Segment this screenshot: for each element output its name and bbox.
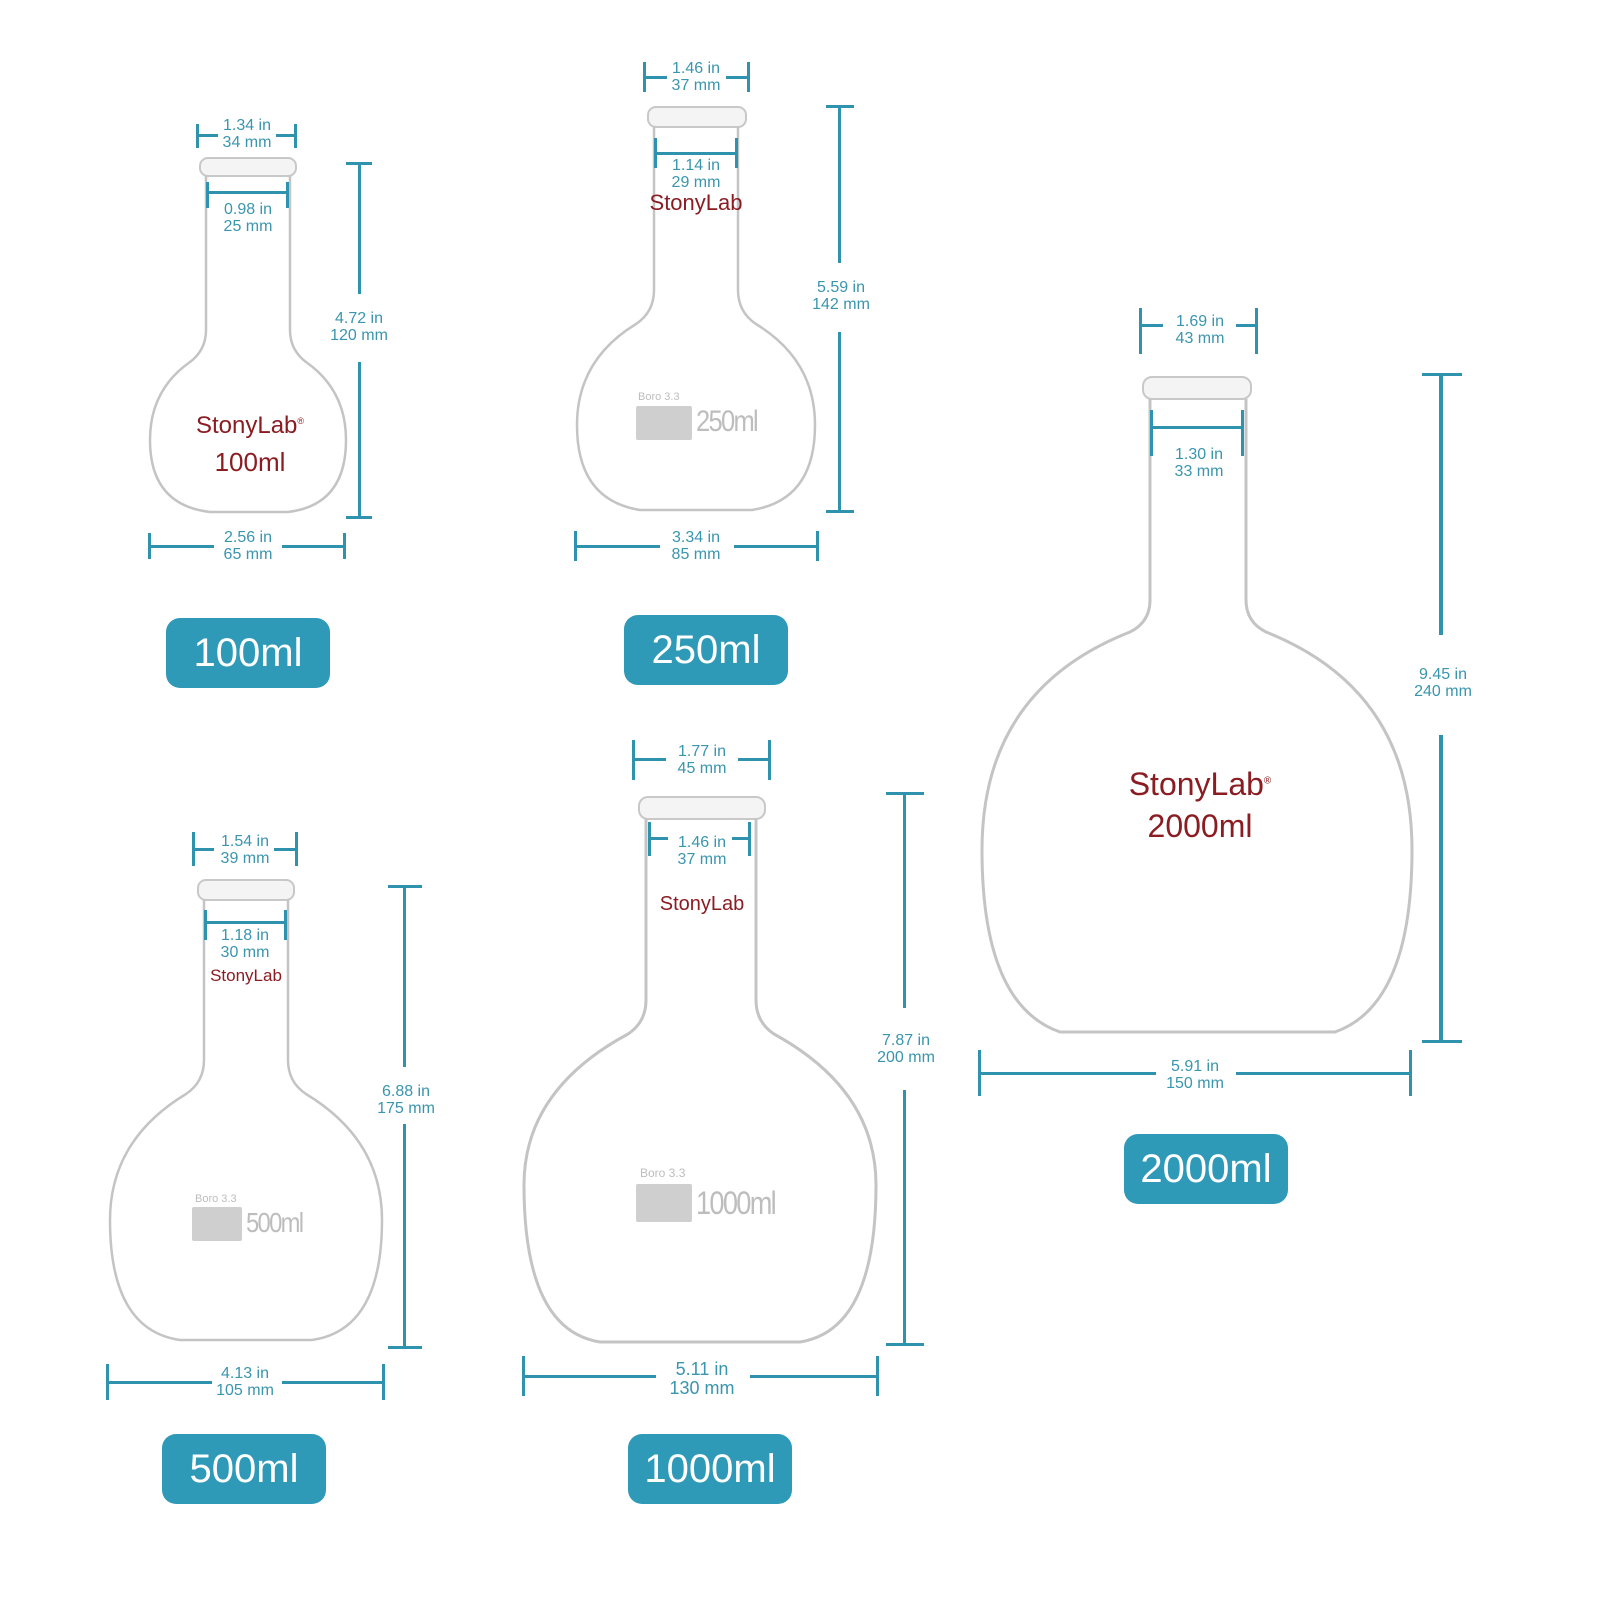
brand-label-500ml: StonyLab [210, 966, 282, 985]
size-badge-100ml: 100ml [166, 618, 330, 688]
brand-label-1000ml: StonyLab [659, 893, 745, 915]
brand-label-250ml: StonyLab [649, 190, 743, 215]
size-badge-1000ml: 1000ml [628, 1434, 792, 1504]
label-patch-1000ml [636, 1184, 692, 1222]
volume-mark-2000ml: 2000ml [1147, 808, 1253, 844]
size-badge-500ml: 500ml [162, 1434, 326, 1504]
boro-label-250ml: Boro 3.3 [638, 391, 680, 403]
volume-mark-1000ml: 1000ml [696, 1185, 777, 1221]
size-badge-250ml: 250ml [624, 615, 788, 685]
boro-label-1000ml: Boro 3.3 [640, 1166, 686, 1180]
volume-mark-100ml: 100ml [214, 447, 286, 477]
brand-label-100ml: StonyLab® [195, 412, 305, 439]
brand-label-2000ml: StonyLab® [1128, 766, 1272, 802]
boro-label-500ml: Boro 3.3 [195, 1193, 237, 1205]
label-patch-250ml [636, 406, 692, 440]
volume-mark-250ml: 250ml [696, 405, 759, 438]
label-patch-500ml [192, 1207, 242, 1241]
volume-mark-500ml: 500ml [246, 1207, 304, 1238]
size-badge-2000ml: 2000ml [1124, 1134, 1288, 1204]
